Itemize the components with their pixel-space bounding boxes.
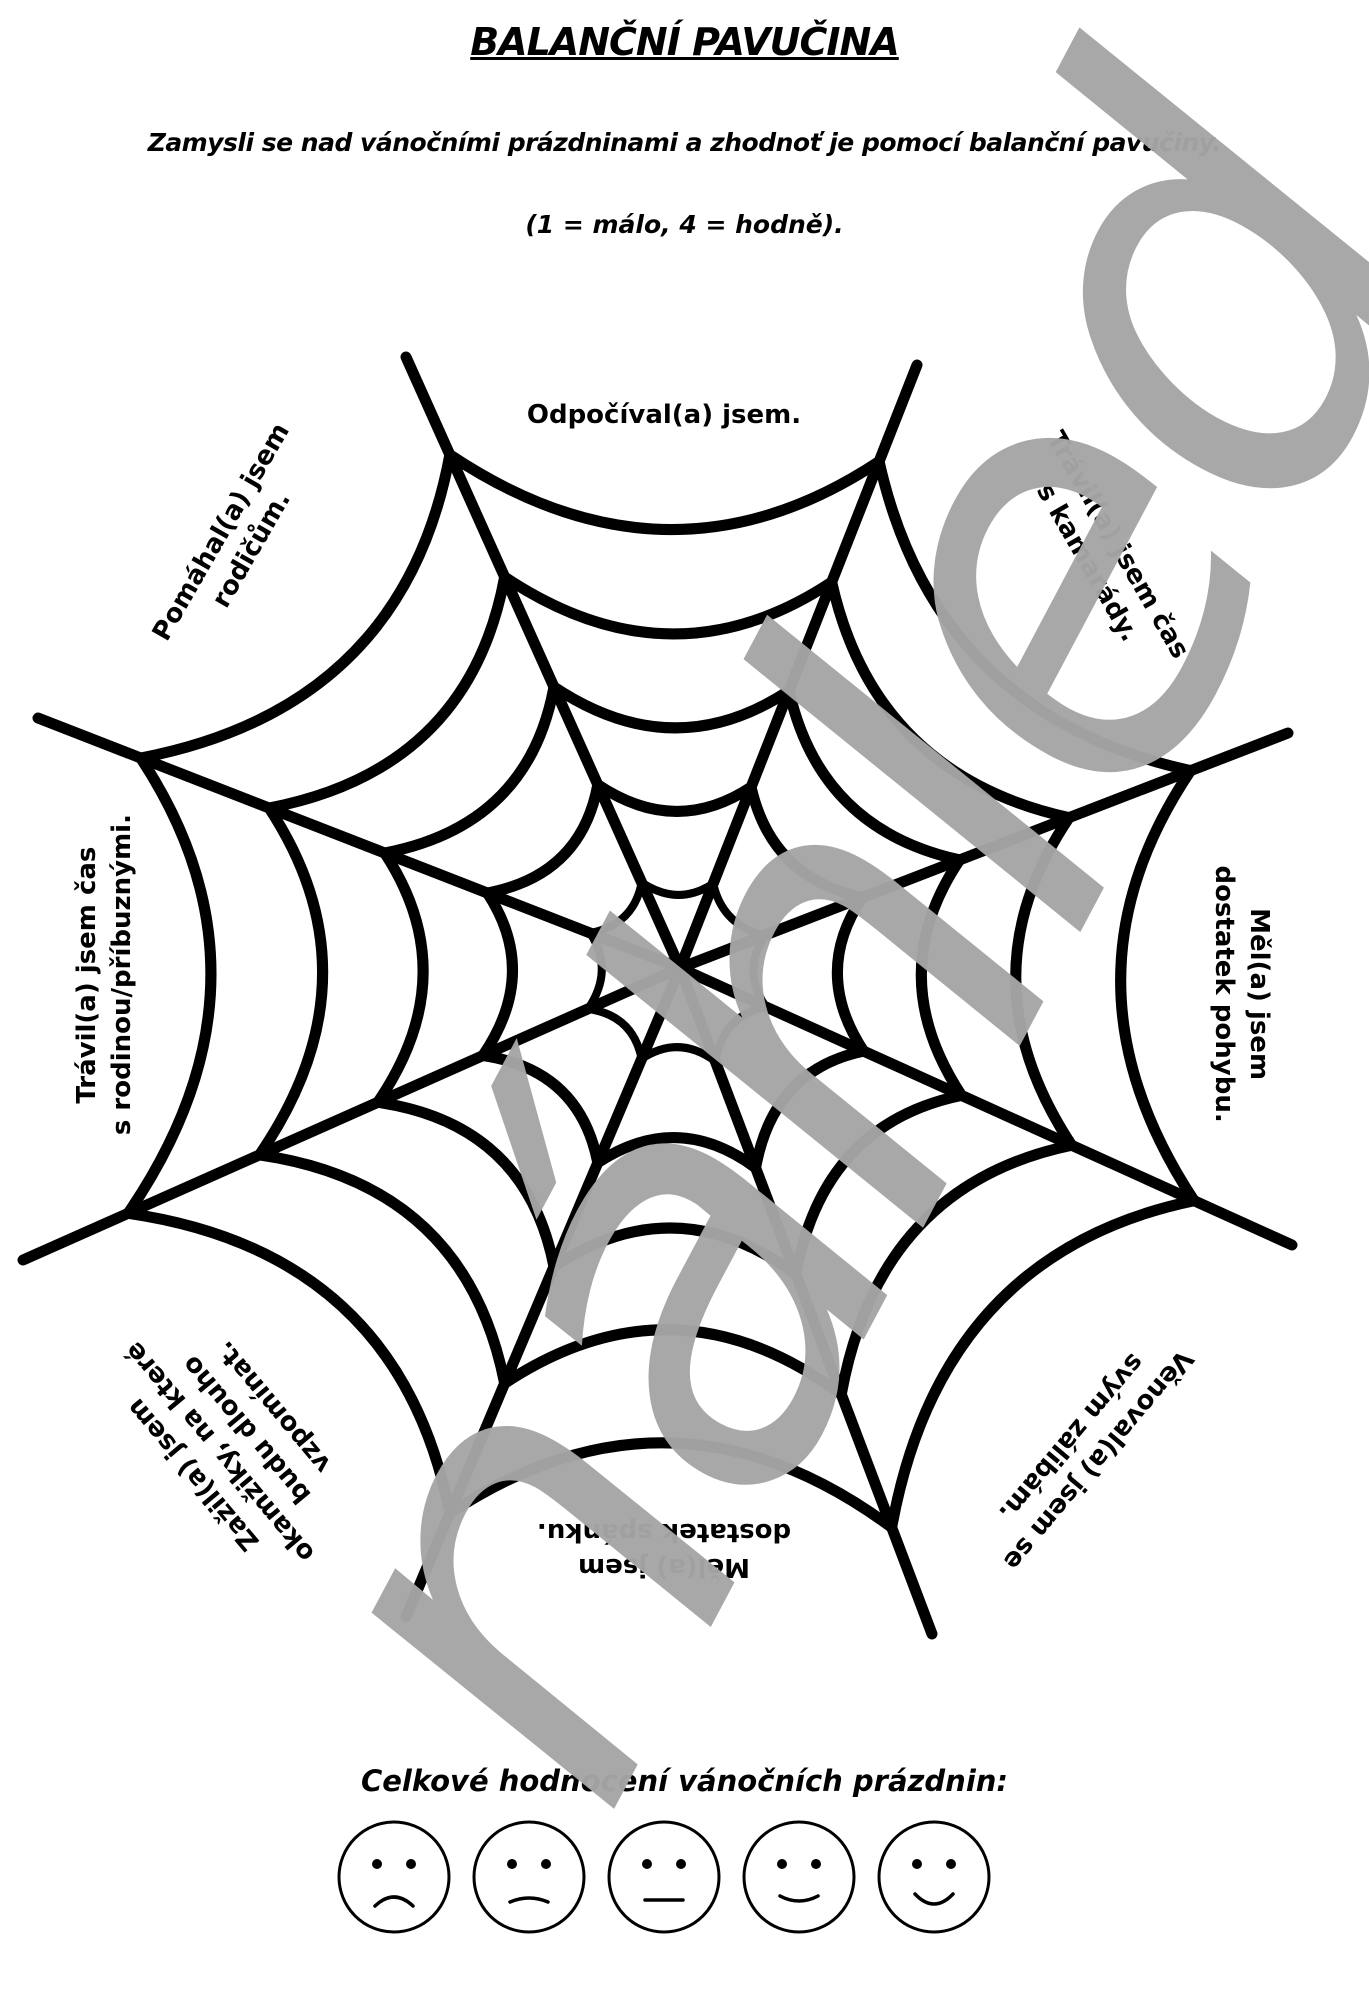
web-ring-segment [711,1002,767,1063]
web-ring-segment [376,1096,560,1268]
overall-rating-label: Celkové hodnocení vánočních prázdnin: [360,1764,1009,1798]
web-ring-segment [482,1050,604,1164]
web-ring-segment [139,453,456,764]
web-ring-segment [501,572,835,640]
web-ring-segment [886,1195,1196,1529]
smiley-neutral-icon[interactable] [605,1818,723,1936]
web-ring-segment [750,1045,865,1169]
web-ring-segment [1115,767,1199,1204]
web-ring-segment [589,881,646,937]
web-ring-segment [639,879,716,899]
web-ring-segment [446,450,883,536]
web-ring-segment [831,894,869,1055]
web-ring-segment [709,882,767,940]
smiley-happy-icon[interactable] [740,1818,858,1936]
web-ring-segment [587,1004,646,1060]
web-ring-segment [639,1043,718,1065]
web-ring-segment [550,682,793,734]
web-ring-segment [745,785,864,903]
smiley-very-sad-icon[interactable] [335,1818,453,1936]
web-ring-segment [835,1139,1073,1396]
web-ring-segment [373,849,429,1106]
web-ring-segment [123,754,217,1217]
instruction: Zamysli se nad vánočními prázdninami a z… [147,128,1222,157]
web-ring-segment [268,575,511,814]
page-title: BALANČNÍ PAVUČINA [0,20,1369,64]
web-ring-segment [749,932,770,1009]
web-ring-segment [501,1324,845,1399]
web-ring-segment [258,1149,511,1385]
web-ring-segment [1010,814,1077,1149]
web-ring-segment [826,580,1071,823]
web-ring-segment [584,930,606,1012]
smiley-very-happy-icon[interactable] [875,1818,993,1936]
web-ring-segment [594,780,755,817]
web-ring-segment [790,1090,963,1276]
web-ring-segment [594,1132,759,1173]
web-ring-segment [254,804,329,1158]
web-ring-segment [486,783,604,899]
smiley-sad-icon[interactable] [470,1818,588,1936]
web-ring-segment [446,1437,895,1532]
web-spoke [674,727,1294,974]
web-spoke [674,359,923,974]
title-text: BALANČNÍ PAVUČINA [470,20,900,64]
scale-note: (1 = málo, 4 = hodně). [525,210,844,239]
web-ring-segment [915,856,967,1099]
web-ring-segment [383,685,560,859]
web-ring-segment [127,1207,456,1515]
web-ring-segment [478,889,518,1059]
web-ring-segment [783,689,961,866]
label-rest: Odpočíval(a) jsem. [526,400,802,430]
web-ring-segment [550,1222,800,1279]
web-ring-segment [873,460,1192,776]
